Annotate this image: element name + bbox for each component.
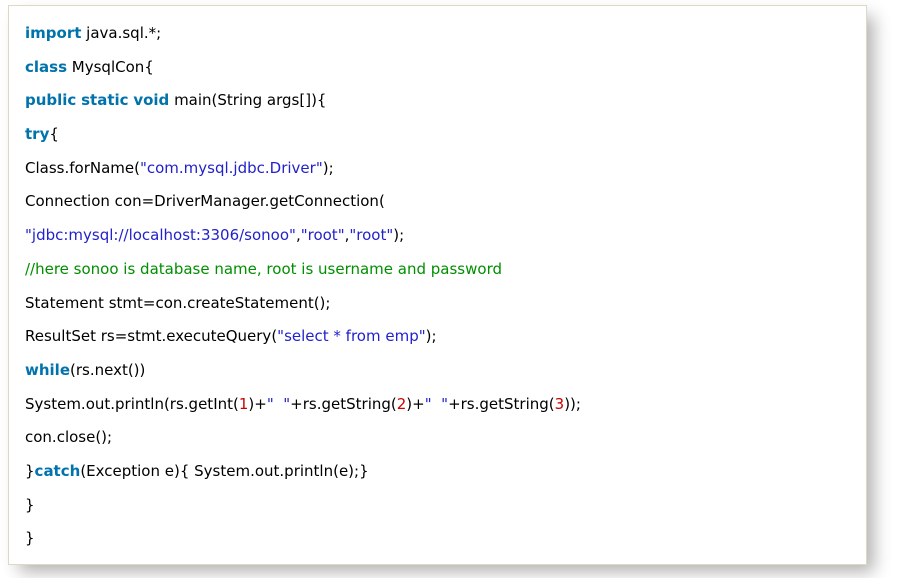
code-token-number: 3 <box>554 394 565 413</box>
code-line: Class.forName("com.mysql.jdbc.Driver"); <box>25 152 850 186</box>
code-line: class MysqlCon{ <box>25 51 850 85</box>
code-block: import java.sql.*;class MysqlCon{public … <box>8 5 867 565</box>
code-line: Connection con=DriverManager.getConnecti… <box>25 185 850 219</box>
code-token-number: 2 <box>396 394 407 413</box>
code-token-plain: +rs.getString( <box>290 394 397 413</box>
code-token-plain: , <box>344 226 350 245</box>
code-token-string: "root" <box>349 226 394 245</box>
code-token-keyword: import <box>25 24 82 42</box>
code-line: public static void main(String args[]){ <box>25 84 850 118</box>
code-token-keyword: while <box>25 360 70 379</box>
code-line: }catch(Exception e){ System.out.println(… <box>25 455 850 489</box>
code-line: Statement stmt=con.createStatement(); <box>25 287 850 321</box>
code-token-plain: java.sql.*; <box>81 24 162 42</box>
code-line: System.out.println(rs.getInt(1)+" "+rs.g… <box>25 388 850 422</box>
code-token-plain: ); <box>425 327 437 346</box>
code-line: "jdbc:mysql://localhost:3306/sonoo","roo… <box>25 219 850 253</box>
code-token-plain: +rs.getString( <box>448 394 555 413</box>
code-token-plain: (rs.next()) <box>70 360 146 379</box>
code-token-comment: //here sonoo is database name, root is u… <box>25 259 502 278</box>
code-token-plain: } <box>25 529 35 548</box>
code-token-string: "com.mysql.jdbc.Driver" <box>139 158 323 177</box>
code-token-plain: )+ <box>406 394 425 413</box>
code-token-plain: main(String args[]){ <box>169 91 327 110</box>
code-token-plain: Class.forName( <box>25 158 140 177</box>
code-token-plain: )+ <box>248 394 267 413</box>
code-token-plain: } <box>25 495 35 514</box>
code-token-keyword: static <box>81 91 129 110</box>
code-token-string: "root" <box>300 226 345 245</box>
code-token-plain: { <box>49 125 59 144</box>
code-line: con.close(); <box>25 421 850 455</box>
code-token-plain: ); <box>322 158 334 177</box>
code-token-number: 1 <box>238 394 249 413</box>
code-token-plain: con.close(); <box>25 428 113 447</box>
code-token-keyword: class <box>25 57 68 76</box>
code-line: import java.sql.*; <box>25 17 850 51</box>
code-token-string: " " <box>424 394 449 413</box>
code-token-plain: Statement stmt=con.createStatement(); <box>25 293 331 312</box>
code-token-plain: (Exception e){ System.out.println(e);} <box>80 461 369 480</box>
code-line: while(rs.next()) <box>25 354 850 388</box>
code-token-string: " " <box>266 394 291 413</box>
code-token-plain: MysqlCon{ <box>67 57 154 76</box>
code-token-keyword: catch <box>34 461 81 480</box>
code-token-plain: Connection con=DriverManager.getConnecti… <box>25 192 385 211</box>
code-token-plain: } <box>25 461 35 480</box>
code-token-plain: ResultSet rs=stmt.executeQuery( <box>25 327 278 346</box>
code-token-keyword: void <box>133 91 170 110</box>
code-line: try{ <box>25 118 850 152</box>
code-token-plain: ); <box>393 226 405 245</box>
code-token-keyword: public <box>25 91 77 110</box>
code-token-plain: )); <box>564 394 581 413</box>
code-line: } <box>25 522 850 556</box>
code-token-string: "jdbc:mysql://localhost:3306/sonoo" <box>25 226 296 245</box>
code-line: } <box>25 489 850 523</box>
code-line: //here sonoo is database name, root is u… <box>25 253 850 287</box>
code-token-plain: System.out.println(rs.getInt( <box>25 394 239 413</box>
code-line: ResultSet rs=stmt.executeQuery("select *… <box>25 320 850 354</box>
code-token-keyword: try <box>25 125 50 144</box>
code-token-string: "select * from emp" <box>277 327 426 346</box>
code-token-plain: , <box>295 226 301 245</box>
